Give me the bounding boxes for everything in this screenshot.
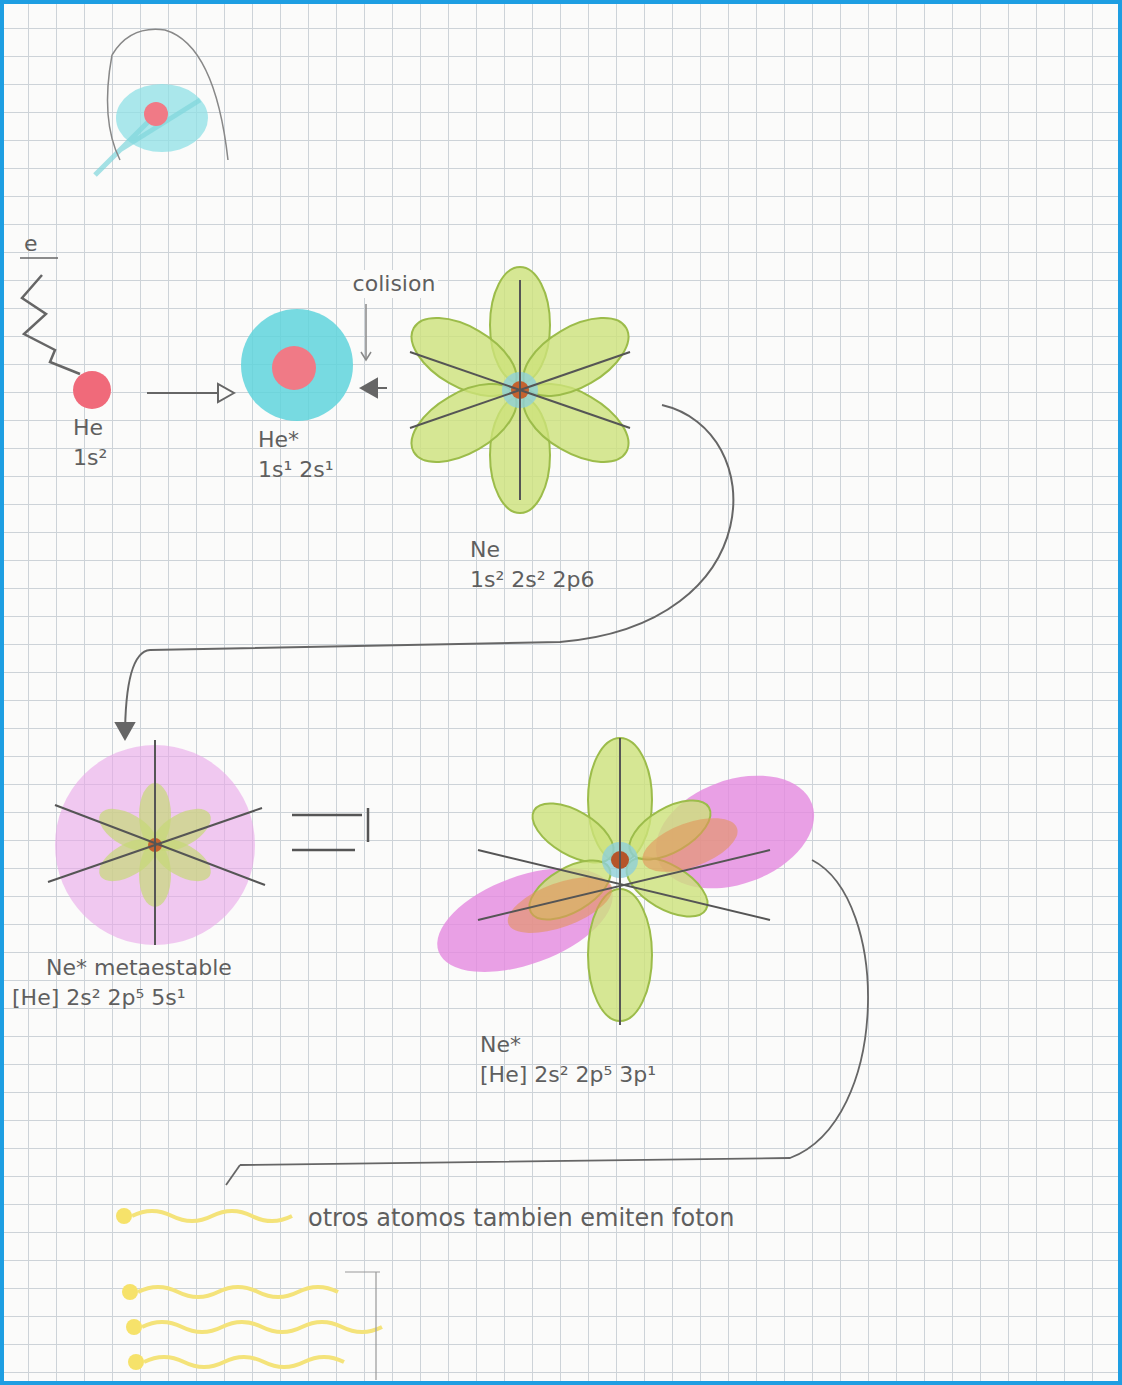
atom-node: Ne*[He] 2s² 2p⁵ 3p¹ bbox=[430, 730, 830, 1090]
arrow-head bbox=[361, 379, 377, 397]
atom-node: He*1s¹ 2s¹ bbox=[232, 300, 365, 485]
atom-name: He bbox=[73, 413, 145, 443]
electron-configuration: [He] 2s² 2p⁵ 3p¹ bbox=[480, 1060, 830, 1090]
edge-label: colision bbox=[350, 270, 439, 298]
note-text: otros atomos tambien emiten foton bbox=[308, 1204, 735, 1232]
atom-node: Ne* metaestable[He] 2s² 2p⁵ 5s¹ bbox=[8, 735, 298, 1013]
atom-name: Ne bbox=[470, 535, 670, 565]
sketch-atom bbox=[95, 29, 228, 175]
electron-configuration: 1s² bbox=[73, 443, 145, 473]
arrow-head bbox=[116, 723, 134, 739]
electron-label: e bbox=[24, 230, 38, 258]
excited-helium bbox=[241, 309, 353, 421]
connector bbox=[147, 384, 234, 402]
label-pointer bbox=[361, 304, 371, 360]
atom-name: Ne* metaestable bbox=[46, 953, 298, 983]
arrow-head bbox=[218, 384, 234, 402]
electron-path bbox=[22, 275, 80, 374]
photons bbox=[116, 1208, 382, 1380]
neon-atom bbox=[399, 267, 641, 513]
connector bbox=[361, 379, 387, 397]
connector bbox=[116, 405, 733, 739]
helium-atom bbox=[73, 371, 111, 409]
metastable-neon bbox=[48, 740, 265, 945]
atom-name: He* bbox=[258, 425, 365, 455]
atom-name: Ne* bbox=[480, 1030, 830, 1060]
electron-configuration: [He] 2s² 2p⁵ 5s¹ bbox=[12, 983, 298, 1013]
excited-neon bbox=[423, 738, 829, 1025]
electron-configuration: 1s¹ 2s¹ bbox=[258, 455, 365, 485]
equivalence-symbol bbox=[292, 808, 368, 850]
emission-arrow bbox=[226, 860, 868, 1185]
connector-line bbox=[125, 405, 733, 739]
electron-configuration: 1s² 2s² 2p6 bbox=[470, 565, 670, 595]
atom-node: He1s² bbox=[55, 368, 145, 473]
